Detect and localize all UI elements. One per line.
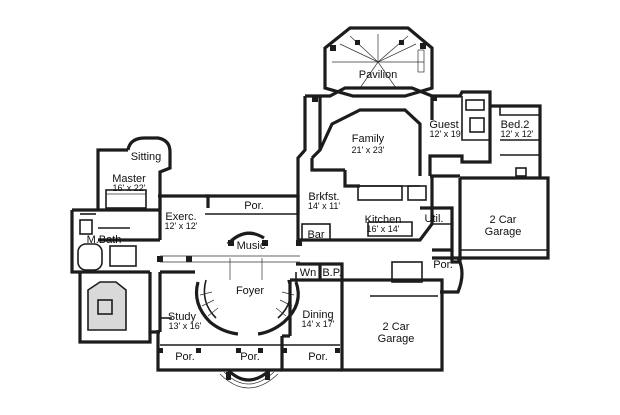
- bed2-dimensions: 12' x 12': [501, 129, 534, 139]
- porch-top-label: Por.: [244, 200, 264, 212]
- porch-right-label: Por.: [433, 259, 453, 271]
- wn-label: Wn: [300, 267, 317, 279]
- mbath-label: M.Bath: [87, 234, 122, 246]
- exerc-label: Exerc.: [165, 211, 196, 223]
- master-dimensions: 16' x 22': [113, 183, 146, 193]
- gallery-columns: [157, 96, 437, 353]
- interior-walls: [77, 96, 540, 338]
- util-label: Util.: [425, 213, 444, 225]
- pavilion-structure: [323, 26, 434, 98]
- garage-b-label-line1: 2 Car: [383, 321, 410, 333]
- study-dimensions: 13' x 16': [169, 321, 202, 331]
- study-label: Study: [168, 311, 197, 323]
- entry-steps: [219, 368, 279, 389]
- dining-dimensions: 14' x 17': [302, 319, 335, 329]
- porch-bottom-left-label: Por.: [175, 351, 195, 363]
- garage-a-label-line2: Garage: [485, 226, 522, 238]
- master-label: Master: [112, 173, 146, 185]
- guest-dimensions: 12' x 19': [430, 129, 463, 139]
- foyer-label: Foyer: [236, 285, 264, 297]
- bed2-label: Bed.2: [501, 119, 530, 131]
- bp-label: B.P.: [322, 267, 341, 279]
- bar-label: Bar: [307, 229, 324, 241]
- guest-label: Guest: [429, 119, 458, 131]
- brkfst-dimensions: 14' x 11': [308, 201, 341, 211]
- pavilion-label: Pavilion: [359, 69, 398, 81]
- garage-a-label-line1: 2 Car: [490, 214, 517, 226]
- kitchen-label: Kitchen: [365, 214, 402, 226]
- porch-bottom-right-label: Por.: [308, 351, 328, 363]
- brkfst-label: Brkfst.: [308, 191, 339, 203]
- exerc-dimensions: 12' x 12': [165, 221, 198, 231]
- kitchen-dimensions: 16' x 14': [367, 224, 400, 234]
- family-label: Family: [352, 133, 385, 145]
- dining-label: Dining: [302, 309, 333, 321]
- porch-bottom-center-label: Por.: [240, 351, 260, 363]
- exterior-walls: [70, 86, 550, 372]
- family-dimensions: 21' x 23': [352, 145, 385, 155]
- sitting-label: Sitting: [131, 151, 162, 163]
- garage-b-label-line2: Garage: [378, 333, 415, 345]
- music-label: Music: [237, 240, 266, 252]
- room-labels: Pavilion Family 21' x 23' Guest 12' x 19…: [87, 69, 534, 363]
